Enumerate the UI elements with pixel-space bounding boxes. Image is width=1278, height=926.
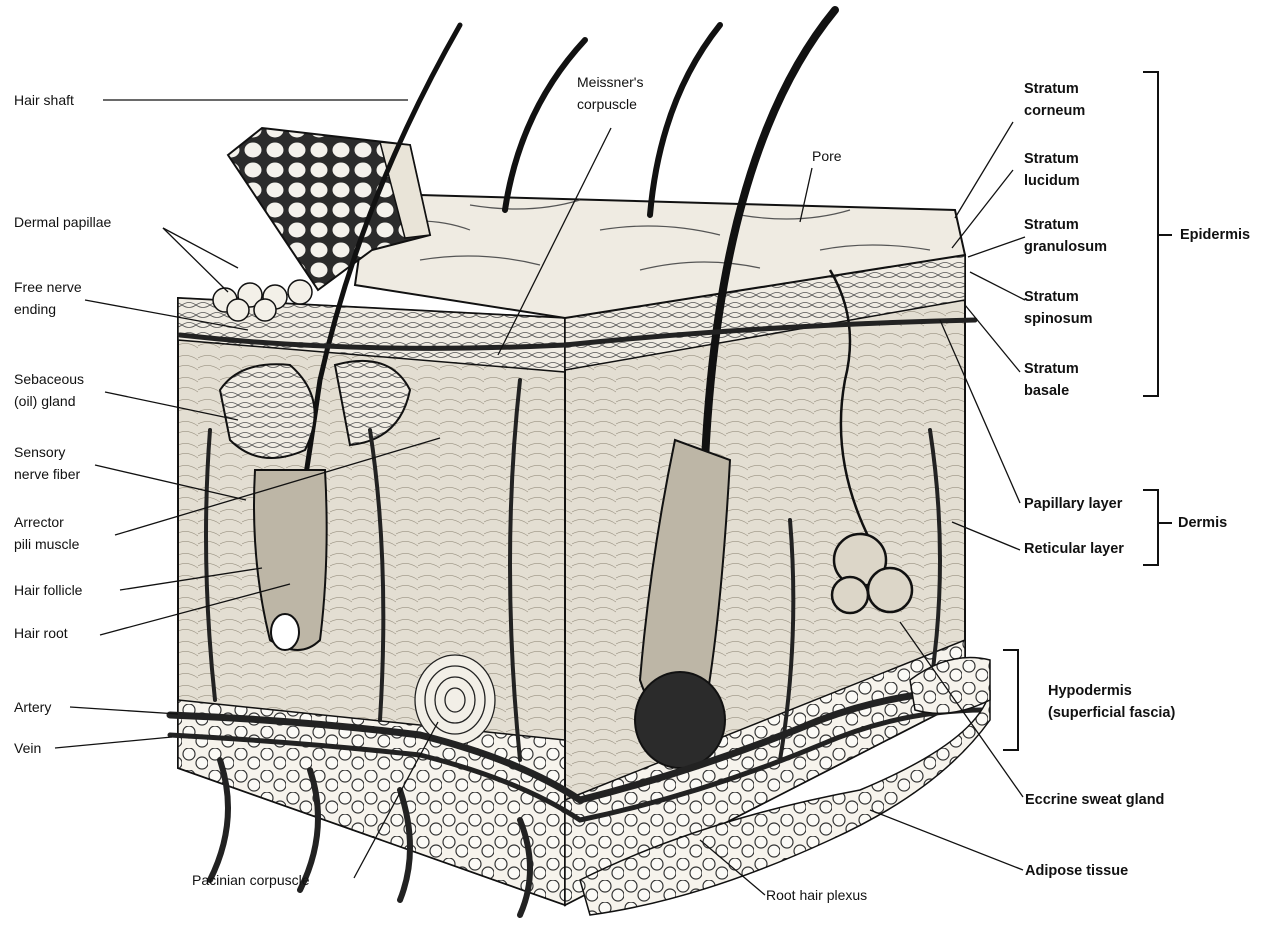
label-artery: Artery bbox=[14, 696, 51, 718]
label-free-nerve-ending: Free nerve ending bbox=[14, 276, 82, 320]
pacinian-corpuscle-drawing bbox=[415, 655, 495, 745]
label-epidermis: Epidermis bbox=[1180, 224, 1250, 246]
label-vein: Vein bbox=[14, 737, 41, 759]
label-dermis: Dermis bbox=[1178, 512, 1227, 534]
label-root-hair-plexus: Root hair plexus bbox=[766, 884, 867, 906]
label-stratum-basale: Stratum basale bbox=[1024, 358, 1079, 402]
label-stratum-granulosum: Stratum granulosum bbox=[1024, 214, 1107, 258]
label-dermal-papillae: Dermal papillae bbox=[14, 211, 111, 233]
label-eccrine-sweat-gland: Eccrine sweat gland bbox=[1025, 789, 1164, 811]
label-adipose-tissue: Adipose tissue bbox=[1025, 860, 1128, 882]
label-meissners-corpuscle: Meissner's corpuscle bbox=[577, 71, 643, 115]
label-hypodermis: Hypodermis (superficial fascia) bbox=[1048, 680, 1175, 724]
label-hair-shaft: Hair shaft bbox=[14, 89, 74, 111]
label-pore: Pore bbox=[812, 145, 842, 167]
label-sebaceous-gland: Sebaceous (oil) gland bbox=[14, 368, 84, 412]
label-hair-root: Hair root bbox=[14, 622, 68, 644]
label-sensory-nerve-fiber: Sensory nerve fiber bbox=[14, 441, 80, 485]
label-arrector-pili-muscle: Arrector pili muscle bbox=[14, 511, 79, 555]
label-stratum-lucidum: Stratum lucidum bbox=[1024, 148, 1080, 192]
label-stratum-spinosum: Stratum spinosum bbox=[1024, 286, 1092, 330]
label-hair-follicle: Hair follicle bbox=[14, 579, 82, 601]
label-reticular-layer: Reticular layer bbox=[1024, 538, 1124, 560]
label-papillary-layer: Papillary layer bbox=[1024, 493, 1122, 515]
label-pacinian-corpuscle: Pacinian corpuscle bbox=[192, 869, 310, 891]
label-stratum-corneum: Stratum corneum bbox=[1024, 78, 1085, 122]
